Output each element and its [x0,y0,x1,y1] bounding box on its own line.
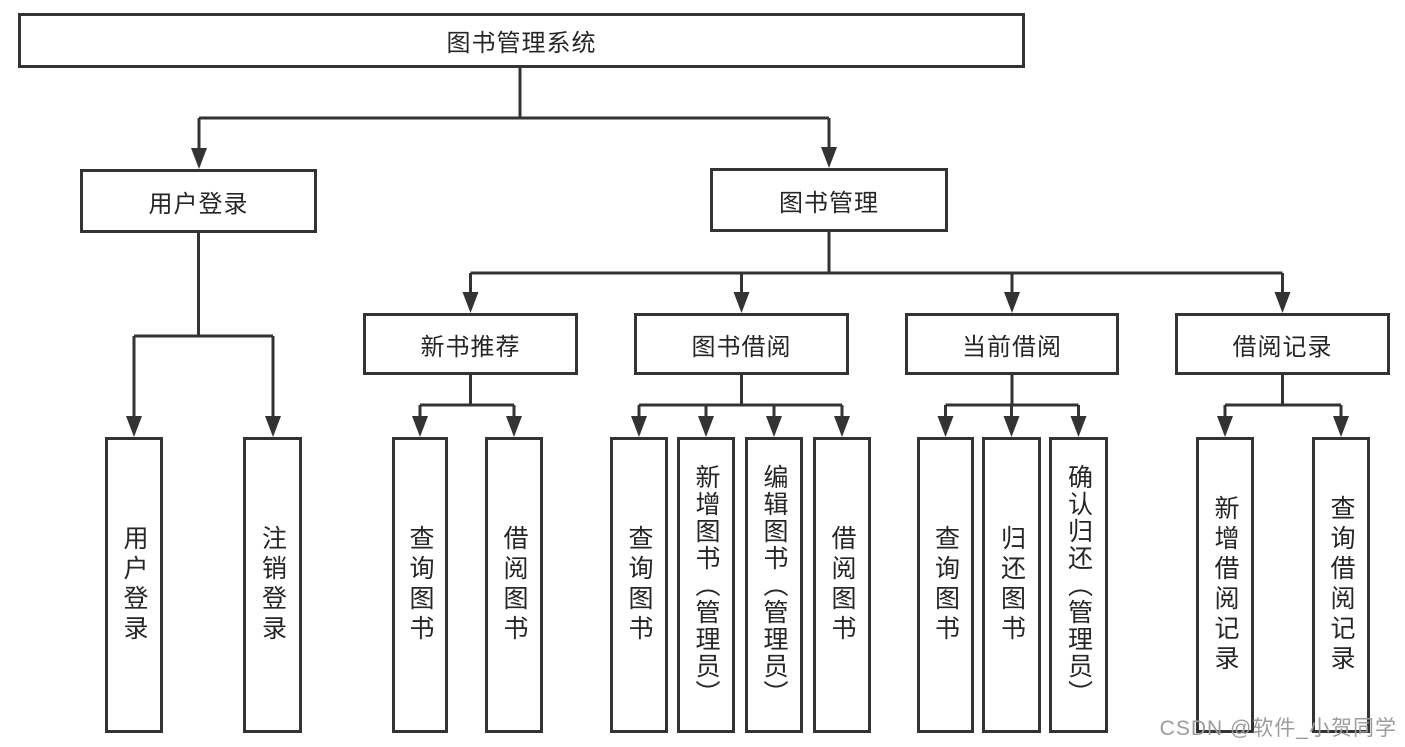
tree-edges [132,68,1343,420]
leaf-logout: 注销登录 [243,437,302,733]
arrow-icon [733,292,750,313]
leaf-query-borrow-record: 查询借阅记录 [1312,437,1370,733]
arrow-icon [265,416,281,437]
node-borrow-records: 借阅记录 [1175,313,1390,375]
leaf-borrow-books-recommend: 借阅图书 [485,437,543,733]
arrow-icon [126,416,142,437]
arrow-icon [698,416,714,437]
leaf-query-books-borrowing: 查询图书 [610,437,668,733]
node-book-management: 图书管理 [710,168,948,232]
leaf-add-book-admin: 新增图书（管理员） [677,437,735,733]
leaf-borrow-books-borrowing: 借阅图书 [813,437,871,733]
leaf-return-book: 归还图书 [982,437,1041,733]
watermark: CSDN @软件_小贺同学 [1159,717,1397,740]
arrow-icon [1004,292,1020,313]
arrow-icon [834,416,850,437]
leaf-add-borrow-record: 新增借阅记录 [1196,437,1254,733]
leaf-edit-book-admin: 编辑图书（管理员） [745,437,803,733]
arrow-icon [412,416,428,437]
arrow-icon [462,292,479,313]
arrow-icon [1274,292,1291,313]
leaf-query-books-recommend: 查询图书 [392,437,448,733]
arrow-icon [631,416,647,437]
arrow-icon [1217,416,1233,437]
leaf-confirm-return-admin: 确认归还（管理员） [1049,437,1108,733]
arrow-icon [821,147,837,168]
arrow-icon [1003,416,1020,437]
arrow-icon [506,416,522,437]
node-book-borrowing: 图书借阅 [634,313,849,375]
arrow-icon [191,148,207,169]
arrow-icon [937,416,954,437]
arrow-icon [1070,416,1087,437]
node-root: 图书管理系统 [18,13,1025,68]
arrowheads [126,147,1349,437]
leaf-user-login: 用户登录 [105,437,163,733]
leaf-query-books-current: 查询图书 [917,437,974,733]
node-new-book-recommend: 新书推荐 [363,313,578,375]
arrow-icon [766,416,782,437]
node-user-login: 用户登录 [80,169,317,233]
node-current-borrowing: 当前借阅 [905,313,1119,375]
arrow-icon [1333,416,1349,437]
